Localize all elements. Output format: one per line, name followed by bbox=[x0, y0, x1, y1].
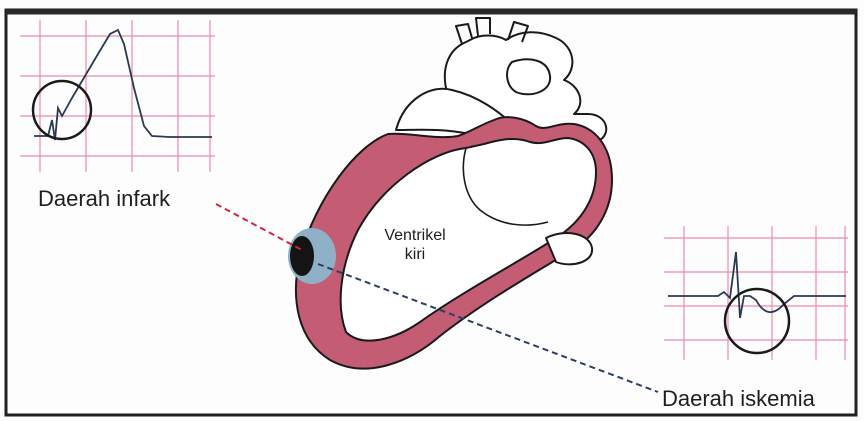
left-ventricle-label-line1: Ventrikel bbox=[374, 226, 456, 245]
infarct-zone bbox=[290, 236, 314, 276]
ecg-infarct-grid bbox=[20, 20, 215, 172]
infarct-leader-line bbox=[216, 204, 302, 250]
ecg-infarct-trace bbox=[34, 30, 212, 140]
left-ventricle-label-line2: kiri bbox=[374, 245, 456, 264]
ecg-ischemia-highlight-circle bbox=[725, 289, 789, 353]
infarct-area-label: Daerah infark bbox=[38, 186, 170, 212]
ecg-ischemia-panel bbox=[664, 226, 848, 360]
ecg-ischemia-trace bbox=[668, 252, 846, 318]
ecg-infarct-highlight-circle bbox=[33, 81, 91, 139]
ischemia-area-label: Daerah iskemia bbox=[662, 386, 815, 412]
ecg-ischemia-grid bbox=[664, 226, 848, 360]
ecg-infarct-panel bbox=[20, 20, 215, 172]
pulmonary-vessel bbox=[507, 59, 550, 94]
left-ventricle-label: Ventrikel kiri bbox=[374, 226, 456, 264]
